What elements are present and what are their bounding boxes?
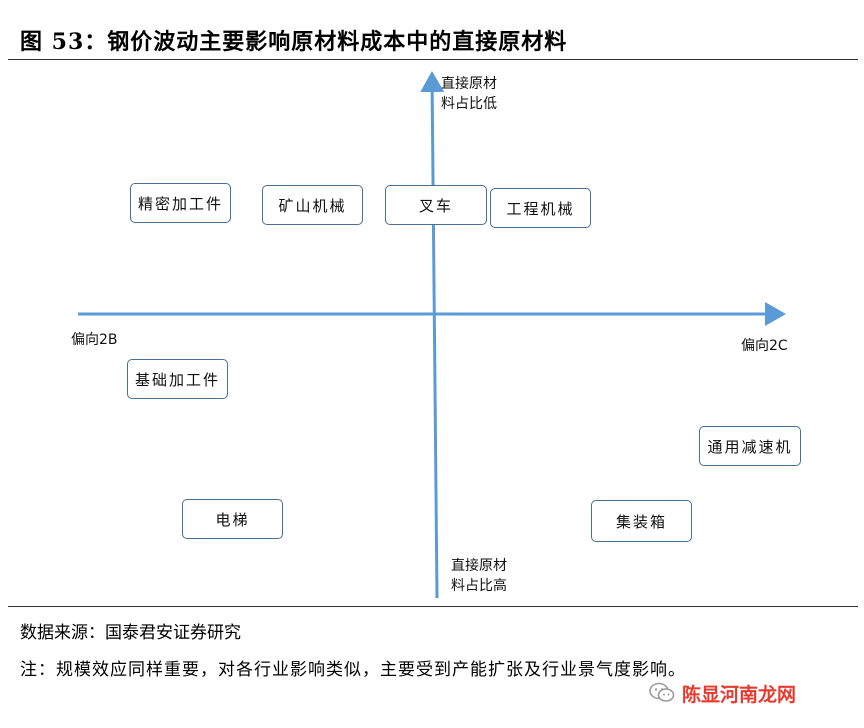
axis-label-top-line1: 直接原材 xyxy=(441,76,497,92)
axis-label-left: 偏向2B xyxy=(71,332,118,348)
page-title: 图 53：钢价波动主要影响原材料成本中的直接原材料 xyxy=(20,29,568,55)
watermark-text: 陈显河南龙网 xyxy=(682,684,797,706)
axis-label-right: 偏向2C xyxy=(741,338,788,354)
node-forklift: 叉车 xyxy=(385,185,487,225)
bottom-divider xyxy=(8,606,858,607)
watermark: 陈显河南龙网 xyxy=(648,680,864,706)
wechat-icon xyxy=(649,682,675,702)
vertical-axis xyxy=(420,71,445,599)
node-construction-machinery: 工程机械 xyxy=(490,188,591,228)
source-text: 数据来源：国泰君安证券研究 xyxy=(20,623,241,643)
node-elevator: 电梯 xyxy=(182,499,283,539)
node-general-reducer: 通用减速机 xyxy=(699,426,801,466)
axis-label-top: 直接原材 料占比低 xyxy=(441,74,521,114)
axis-label-bottom-line2: 料占比高 xyxy=(451,578,507,594)
node-container: 集装箱 xyxy=(591,500,692,542)
note-text: 注：规模效应同样重要，对各行业影响类似，主要受到产能扩张及行业景气度影响。 xyxy=(20,660,686,680)
axis-label-top-line2: 料占比低 xyxy=(441,96,497,112)
node-basic-parts: 基础加工件 xyxy=(127,359,228,399)
axis-label-bottom-line1: 直接原材 xyxy=(451,558,507,574)
top-divider xyxy=(8,59,858,60)
node-mining-machinery: 矿山机械 xyxy=(262,185,363,225)
axis-label-bottom: 直接原材 料占比高 xyxy=(451,556,531,596)
node-precision-parts: 精密加工件 xyxy=(130,183,231,223)
